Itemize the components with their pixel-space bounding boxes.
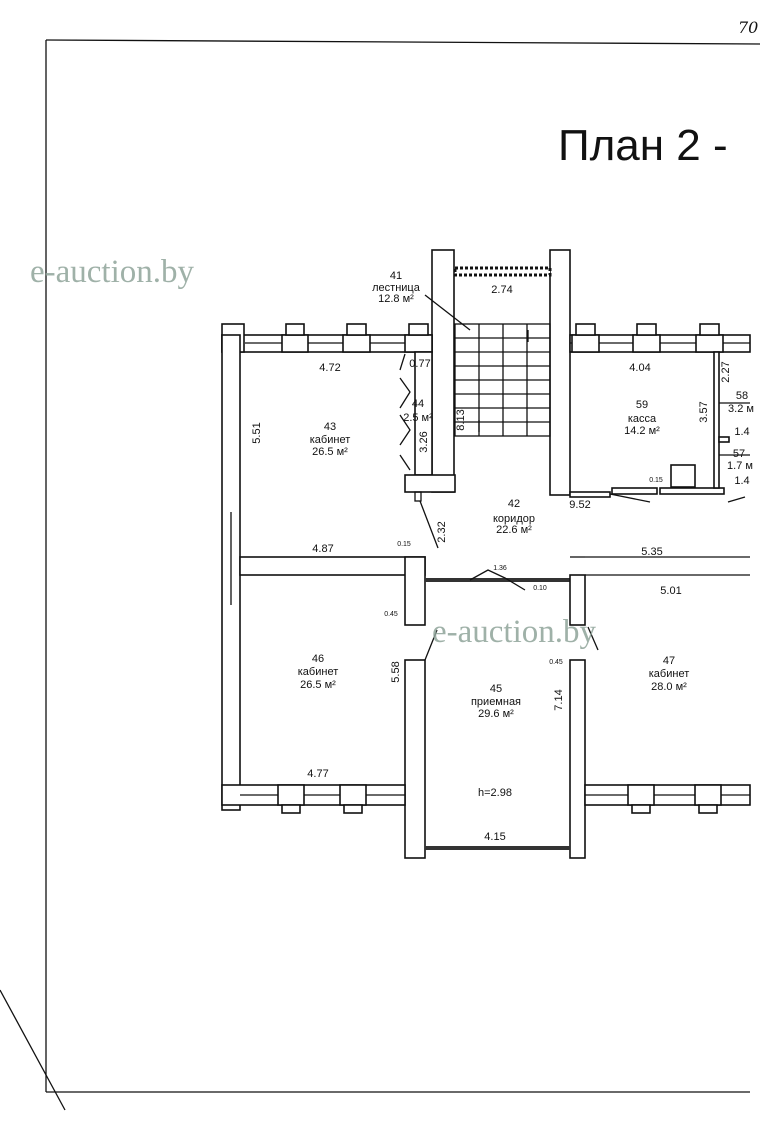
svg-text:5.35: 5.35 bbox=[641, 546, 662, 558]
svg-text:0.15: 0.15 bbox=[397, 541, 411, 548]
room-46-label: 46 кабинет 26.5 м² bbox=[298, 653, 338, 691]
door-swing bbox=[424, 629, 438, 661]
svg-text:26.5 м²: 26.5 м² bbox=[300, 679, 336, 691]
svg-text:кабинет: кабинет bbox=[310, 434, 350, 446]
svg-text:2.74: 2.74 bbox=[491, 284, 512, 296]
svg-text:кабинет: кабинет bbox=[649, 668, 689, 680]
cash-desk bbox=[670, 464, 696, 488]
svg-text:2.27: 2.27 bbox=[720, 361, 732, 382]
room-44-label: 44 2.5 м² bbox=[403, 398, 433, 424]
room-58-label: 58 3.2 м bbox=[728, 390, 754, 415]
room-47-label: 47 кабинет 28.0 м² bbox=[649, 655, 689, 693]
svg-text:3.57: 3.57 bbox=[698, 401, 710, 422]
svg-text:3.26: 3.26 bbox=[418, 431, 430, 452]
svg-text:коридор: коридор bbox=[493, 513, 535, 525]
svg-text:1.4: 1.4 bbox=[734, 475, 749, 487]
wall-43-46 bbox=[239, 556, 426, 576]
exterior-wall-bottom-left bbox=[221, 784, 406, 814]
svg-text:29.6 м²: 29.6 м² bbox=[478, 708, 514, 720]
double-door bbox=[469, 569, 526, 591]
pier-45-47 bbox=[569, 659, 586, 859]
room-45-label: 45 приемная 29.6 м² bbox=[471, 683, 521, 720]
svg-text:14.2 м²: 14.2 м² bbox=[624, 425, 660, 437]
svg-text:h=2.98: h=2.98 bbox=[478, 787, 512, 799]
exterior-wall-bottom-45 bbox=[425, 846, 570, 850]
svg-text:5.01: 5.01 bbox=[660, 585, 681, 597]
room-41-label: 41 лестница 12.8 м² bbox=[372, 270, 421, 305]
svg-text:26.5 м²: 26.5 м² bbox=[312, 446, 348, 458]
svg-text:0.10: 0.10 bbox=[533, 585, 547, 592]
svg-text:12.8 м²: 12.8 м² bbox=[378, 293, 414, 305]
svg-text:7.14: 7.14 bbox=[553, 689, 565, 710]
page-number: 70 bbox=[738, 18, 758, 37]
exterior-wall-top-left bbox=[221, 323, 433, 353]
pier-45-47-top bbox=[569, 574, 586, 626]
room-59-walls bbox=[569, 351, 750, 503]
svg-text:0.15: 0.15 bbox=[649, 477, 663, 484]
svg-text:2.32: 2.32 bbox=[436, 521, 448, 542]
svg-text:28.0 м²: 28.0 м² bbox=[651, 681, 687, 693]
exterior-wall-bottom-right bbox=[584, 784, 751, 814]
svg-text:1.7 м: 1.7 м bbox=[727, 460, 753, 472]
closet-doors bbox=[399, 353, 439, 549]
svg-text:4.15: 4.15 bbox=[484, 831, 505, 843]
svg-text:8.13: 8.13 bbox=[455, 409, 467, 430]
svg-text:58: 58 bbox=[736, 390, 748, 402]
svg-text:5.58: 5.58 bbox=[390, 661, 402, 682]
stair-railing bbox=[453, 266, 552, 277]
svg-text:44: 44 bbox=[412, 398, 424, 410]
svg-text:42: 42 bbox=[508, 498, 520, 510]
svg-text:4.72: 4.72 bbox=[319, 362, 340, 374]
room-59-label: 59 касса 14.2 м² bbox=[624, 399, 660, 437]
svg-text:45: 45 bbox=[490, 683, 502, 695]
svg-text:57: 57 bbox=[733, 448, 745, 460]
svg-text:43: 43 bbox=[324, 421, 336, 433]
room-57-label: 57 1.7 м bbox=[727, 448, 753, 472]
exterior-wall-top-right bbox=[569, 323, 751, 353]
svg-text:5.51: 5.51 bbox=[251, 422, 263, 443]
room-42-label: 42 коридор 22.6 м² bbox=[493, 498, 535, 536]
svg-text:кабинет: кабинет bbox=[298, 666, 338, 678]
svg-text:0.45: 0.45 bbox=[549, 659, 563, 666]
page-border-top bbox=[45, 39, 761, 45]
corridor-wall-bottom bbox=[425, 578, 570, 582]
svg-text:59: 59 bbox=[636, 399, 648, 411]
svg-text:0.77: 0.77 bbox=[409, 358, 430, 370]
svg-text:2.5 м²: 2.5 м² bbox=[403, 412, 433, 424]
watermark: e-auction.by bbox=[432, 614, 597, 650]
scan-edge bbox=[0, 989, 66, 1111]
svg-text:приемная: приемная bbox=[471, 696, 521, 708]
svg-text:22.6 м²: 22.6 м² bbox=[496, 524, 532, 536]
svg-text:4.87: 4.87 bbox=[312, 543, 333, 555]
dimension-labels: 2.74 4.72 0.77 5.51 3.26 8.13 2.32 4.87 … bbox=[251, 284, 750, 843]
svg-text:46: 46 bbox=[312, 653, 324, 665]
plan-title: План 2 - bbox=[558, 121, 728, 170]
svg-text:41: 41 bbox=[390, 270, 402, 282]
closet-bottom-wall bbox=[404, 474, 456, 493]
svg-text:4.77: 4.77 bbox=[307, 768, 328, 780]
svg-text:3.2 м: 3.2 м bbox=[728, 403, 754, 415]
svg-text:касса: касса bbox=[628, 413, 657, 425]
svg-text:1.4: 1.4 bbox=[734, 426, 749, 438]
room-43-label: 43 кабинет 26.5 м² bbox=[310, 421, 350, 458]
stair-wall-right bbox=[549, 249, 571, 496]
stair-wall-left bbox=[431, 249, 455, 493]
svg-text:4.04: 4.04 bbox=[629, 362, 650, 374]
svg-text:лестница: лестница bbox=[372, 282, 421, 294]
svg-text:47: 47 bbox=[663, 655, 675, 667]
svg-text:9.52: 9.52 bbox=[569, 499, 590, 511]
svg-text:0.45: 0.45 bbox=[384, 611, 398, 618]
watermark: e-auction.by bbox=[30, 254, 195, 290]
pier-46-45-top bbox=[404, 556, 426, 626]
pier-46-45 bbox=[404, 659, 426, 859]
stair-steps bbox=[424, 294, 551, 437]
svg-text:1.36: 1.36 bbox=[493, 565, 507, 572]
door-swing bbox=[587, 626, 599, 651]
